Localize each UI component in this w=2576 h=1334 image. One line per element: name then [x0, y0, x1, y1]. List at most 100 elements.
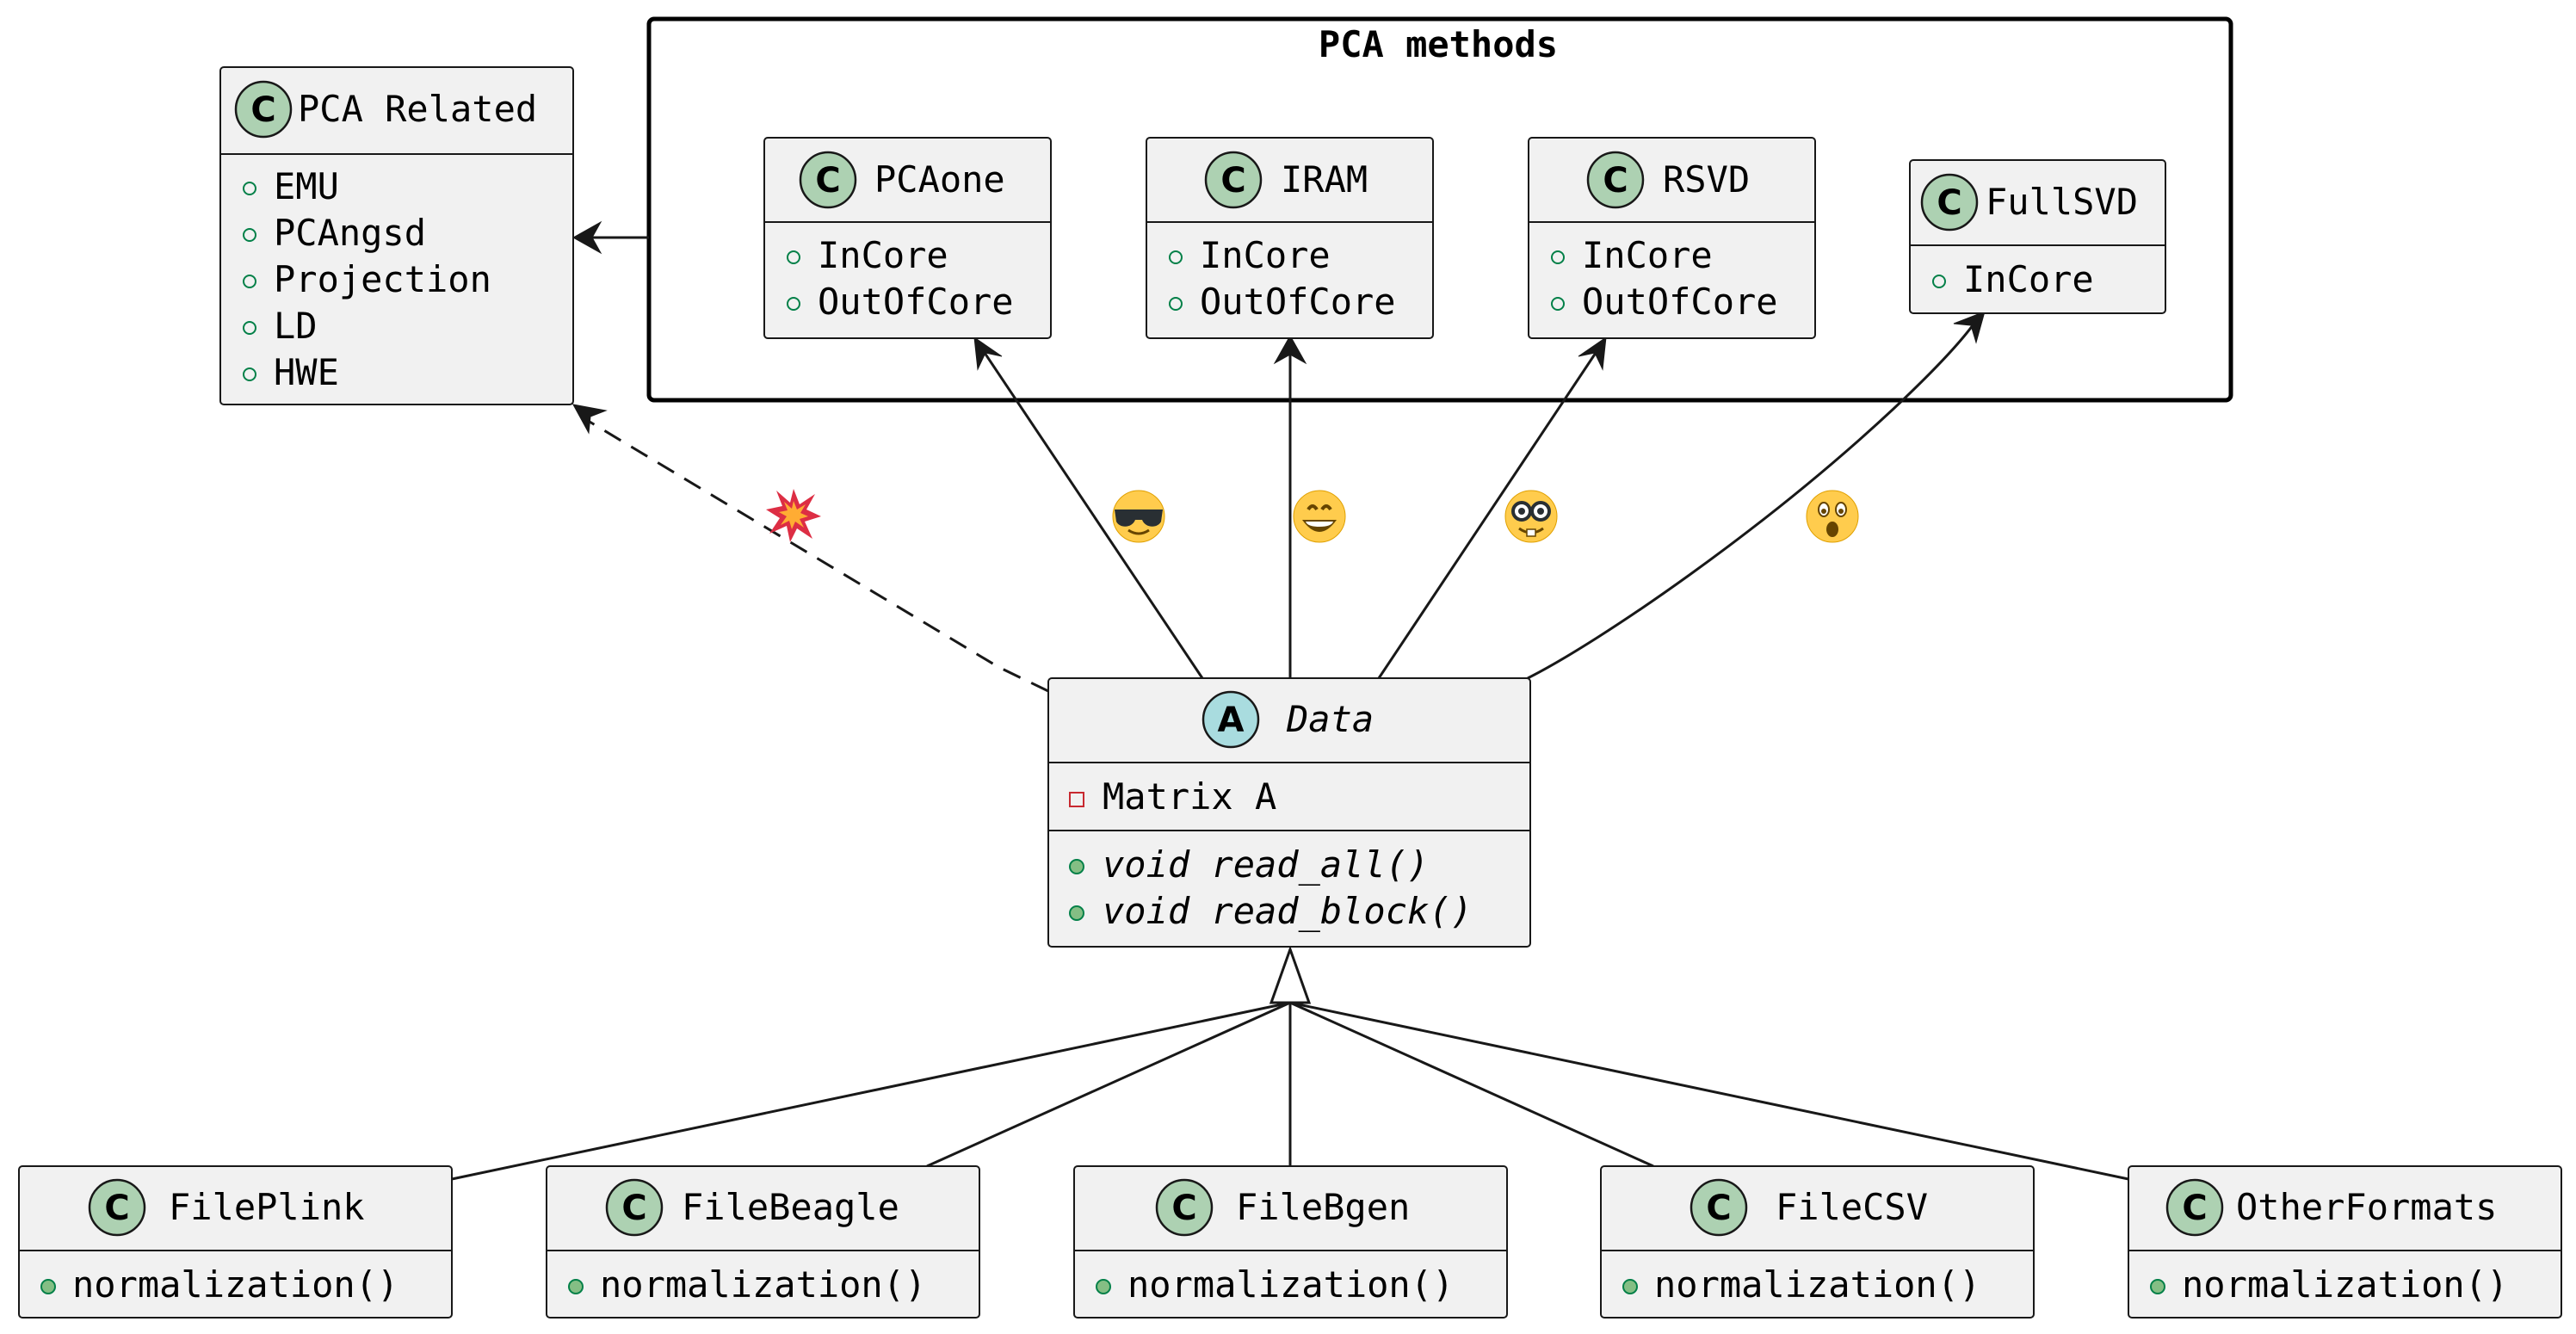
public-method-icon [1096, 1279, 1111, 1294]
nerd-emoji [1504, 490, 1558, 543]
method-read-block: void read_block() [1069, 890, 1473, 932]
class-badge-icon [1586, 151, 1645, 209]
svg-text:void read_all(): void read_all() [1103, 843, 1429, 886]
field-hwe: HWE [243, 351, 339, 393]
svg-text:OutOfCore: OutOfCore [1200, 281, 1396, 323]
svg-text:OutOfCore: OutOfCore [1582, 281, 1778, 323]
field-incore: InCore [1169, 234, 1331, 276]
class-iram[interactable]: C IRAM InCore OutOfCore [1146, 137, 1434, 339]
class-pcaone[interactable]: C PCAone InCore OutOfCore [763, 137, 1052, 339]
public-method-icon [1069, 859, 1084, 874]
class-name: OtherFormats [2236, 1186, 2497, 1228]
svg-text:EMU: EMU [274, 165, 339, 207]
arrowhead-data-to-pca-related [572, 404, 608, 435]
public-method-icon [568, 1279, 584, 1294]
class-name: FileBeagle [682, 1186, 899, 1228]
class-badge-icon [234, 80, 293, 139]
field-emu: EMU [243, 165, 339, 207]
field-ld: LD [243, 305, 318, 347]
field-projection: Projection [243, 258, 491, 300]
public-visibility-icon [1169, 297, 1183, 311]
collision-emoji [766, 489, 821, 542]
arrowhead-pca-related [571, 220, 602, 255]
class-fileplink[interactable]: C FilePlink normalization() [18, 1165, 453, 1319]
method-normalization: normalization() [600, 1263, 926, 1306]
private-visibility-icon [1069, 792, 1084, 807]
svg-text:InCore: InCore [818, 234, 948, 276]
class-badge-icon [799, 151, 857, 209]
class-filecsv[interactable]: C FileCSV normalization() [1600, 1165, 2035, 1319]
svg-text:C: C [815, 161, 840, 201]
field-pcangsd: PCAngsd [243, 212, 426, 254]
public-method-icon [1622, 1279, 1638, 1294]
svg-text:Projection: Projection [274, 258, 491, 300]
field-matrix-a: Matrix A [1069, 775, 1276, 818]
class-pca-related[interactable]: C PCA Related EMU PCAngsd Projection LD … [219, 66, 574, 405]
public-visibility-icon [1551, 297, 1565, 311]
field-outofcore: OutOfCore [1551, 281, 1778, 323]
edge-data-to-pca-related [584, 417, 1049, 693]
class-otherformats[interactable]: C OtherFormats normalization() [2128, 1165, 2562, 1319]
pca-methods-package: PCA methods [646, 16, 2233, 403]
class-filebeagle[interactable]: C FileBeagle normalization() [546, 1165, 980, 1319]
class-rsvd[interactable]: C RSVD InCore OutOfCore [1528, 137, 1816, 339]
svg-text:C: C [621, 1189, 646, 1228]
edge-filebeagle-to-data [926, 1001, 1291, 1168]
edge-filecsv-to-data [1289, 1001, 1654, 1168]
field-incore: InCore [1932, 258, 2094, 300]
svg-text:C: C [1937, 183, 1961, 223]
class-badge-icon [88, 1178, 146, 1237]
svg-text:A: A [1218, 701, 1245, 740]
class-badge-icon [1920, 173, 1979, 232]
public-method-icon [40, 1279, 56, 1294]
public-visibility-icon [243, 275, 256, 288]
public-method-icon [1069, 905, 1084, 921]
edge-fileplink-to-data [451, 1001, 1291, 1181]
class-name: PCA Related [298, 88, 537, 130]
arrowhead-fullsvd [1953, 311, 1986, 344]
inheritance-triangle [1269, 945, 1312, 1004]
edge-data-to-rsvd [1377, 347, 1601, 679]
astonished-emoji [1806, 490, 1859, 543]
edge-labels [766, 489, 1859, 543]
public-visibility-icon [1551, 250, 1565, 264]
field-incore: InCore [1551, 234, 1713, 276]
svg-text:InCore: InCore [1200, 234, 1331, 276]
field-outofcore: OutOfCore [1169, 281, 1396, 323]
badge-letter: C [250, 90, 275, 130]
arrowhead-rsvd [1578, 336, 1607, 371]
class-badge-icon [605, 1178, 664, 1237]
svg-text:C: C [1603, 161, 1628, 201]
grin-emoji [1293, 490, 1346, 543]
arrowhead-pcaone [973, 336, 1003, 371]
class-name: PCAone [874, 158, 1005, 201]
public-visibility-icon [243, 367, 256, 381]
public-visibility-icon [243, 228, 256, 242]
class-data[interactable]: A Data Matrix A void read_all() void rea… [1047, 677, 1531, 948]
class-name: Data [1286, 698, 1374, 740]
svg-text:void read_block(): void read_block() [1103, 890, 1473, 932]
svg-text:HWE: HWE [274, 351, 339, 393]
svg-text:InCore: InCore [1963, 258, 2094, 300]
class-badge-icon [1690, 1178, 1748, 1237]
class-fullsvd[interactable]: C FullSVD InCore [1909, 159, 2166, 314]
svg-text:C: C [1220, 161, 1245, 201]
svg-text:LD: LD [274, 305, 318, 347]
field-incore: InCore [787, 234, 948, 276]
svg-text:C: C [2182, 1189, 2207, 1228]
edge-data-to-pcaone [979, 347, 1204, 679]
svg-text:C: C [104, 1189, 129, 1228]
edge-data-to-fullsvd [1527, 321, 1977, 680]
svg-text:C: C [1706, 1189, 1731, 1228]
arrowhead-iram [1273, 334, 1307, 365]
method-normalization: normalization() [1127, 1263, 1454, 1306]
public-visibility-icon [787, 297, 800, 311]
class-filebgen[interactable]: C FileBgen normalization() [1073, 1165, 1508, 1319]
class-badge-icon [1204, 151, 1263, 209]
class-name: FileCSV [1776, 1186, 1928, 1228]
abstract-badge-icon [1202, 690, 1260, 749]
public-visibility-icon [1932, 275, 1946, 288]
class-name: FilePlink [169, 1186, 365, 1228]
field-outofcore: OutOfCore [787, 281, 1014, 323]
